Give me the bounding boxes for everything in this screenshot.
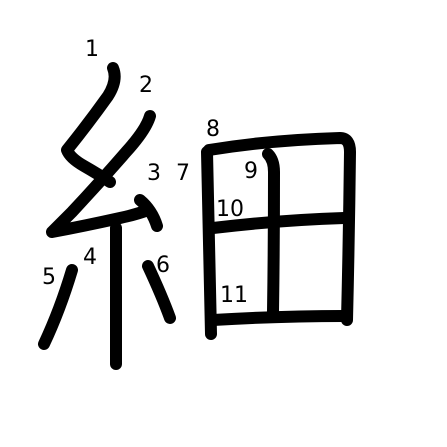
stroke-3: [134, 194, 163, 232]
stroke-number-7: 7: [176, 161, 190, 186]
stroke-6: [142, 260, 176, 324]
stroke-paths: [38, 62, 356, 370]
stroke-number-8: 8: [206, 117, 220, 142]
stroke-number-3: 3: [147, 161, 161, 186]
stroke-2: [46, 110, 156, 238]
stroke-7: [201, 146, 217, 340]
stroke-number-4: 4: [83, 245, 97, 270]
stroke-5: [38, 264, 78, 350]
stroke-9: [262, 148, 280, 318]
stroke-number-9: 9: [244, 159, 258, 184]
stroke-number-5: 5: [42, 265, 56, 290]
stroke-number-2: 2: [139, 73, 153, 98]
stroke-numbers: 1 2 3 4 5 6 7 8 9 10 11: [42, 37, 258, 308]
stroke-number-1: 1: [85, 37, 99, 62]
stroke-8: [203, 132, 356, 326]
stroke-1: [61, 62, 121, 188]
stroke-number-6: 6: [156, 253, 170, 278]
stroke-10: [207, 212, 350, 234]
stroke-number-10: 10: [216, 197, 244, 222]
stroke-11: [207, 310, 350, 326]
stroke-number-11: 11: [220, 283, 248, 308]
